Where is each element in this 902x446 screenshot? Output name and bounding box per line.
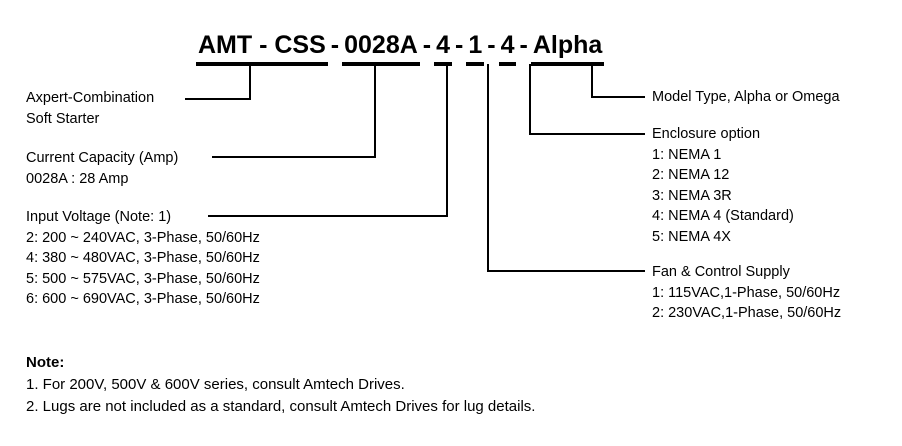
notes-section: Note: 1. For 200V, 500V & 600V series, c… [26,352,535,418]
callout-enclosure-option-header: Enclosure option [652,126,761,142]
part-segment-current-capacity: 0028A [342,30,420,66]
callout-enclosure-option-option-2: 3: NEMA 3R [652,187,732,204]
callout-current-capacity-option-0: 0028A : 28 Amp [26,170,129,187]
callout-model-type: Model Type, Alpha or Omega [652,87,840,108]
leader-vline-fan-control-supply [487,64,489,272]
part-segment-input-voltage: 4 [434,30,453,66]
part-separator-3: - [455,31,464,59]
callout-enclosure-option-option-0: 1: NEMA 1 [652,146,722,163]
leader-vline-product [249,64,251,100]
part-segment-enclosure-option: 4 [498,30,517,66]
leader-hline-enclosure-option [529,133,645,135]
note-item-1: 2. Lugs are not included as a standard, … [26,398,536,415]
callout-input-voltage-option-1: 4: 380 ~ 480VAC, 3-Phase, 50/60Hz [26,250,260,266]
part-segment-series: AMT - CSS [196,30,328,66]
leader-hline-product [185,98,251,100]
callout-input-voltage-option-0: 2: 200 ~ 240VAC, 3-Phase, 50/60Hz [26,229,260,246]
part-segment-model-type: Alpha [530,30,605,66]
callout-enclosure-option-option-4: 5: NEMA 4X [652,228,731,245]
part-separator-4: - [487,31,496,59]
note-item-0: 1. For 200V, 500V & 600V series, consult… [26,376,405,393]
leader-hline-current-capacity [212,156,376,158]
part-separator-1: - [330,31,340,59]
leader-hline-model-type [591,96,645,98]
callout-fan-control-supply-option-0: 1: 115VAC,1-Phase, 50/60Hz [652,284,841,301]
callout-product-line1: Axpert-Combination [26,90,155,106]
leader-vline-model-type [591,64,593,98]
callout-current-capacity-header: Current Capacity (Amp) [26,150,179,166]
leader-hline-input-voltage [208,215,448,217]
callout-input-voltage: Input Voltage (Note: 1) 2: 200 ~ 240VAC,… [26,207,260,310]
leader-vline-enclosure-option [529,64,531,135]
part-segment-fan-control-supply: 1 [466,30,485,66]
callout-current-capacity: Current Capacity (Amp) 0028A : 28 Amp [26,148,178,189]
callout-model-type-header: Model Type, Alpha or Omega [652,89,840,105]
callout-input-voltage-option-3: 6: 600 ~ 690VAC, 3-Phase, 50/60Hz [26,291,260,307]
part-number-string: AMT - CSS-0028A-4-1-4-Alpha [196,30,605,66]
leader-vline-input-voltage [446,64,448,217]
callout-enclosure-option: Enclosure option 1: NEMA 1 2: NEMA 12 3:… [652,124,794,247]
callout-input-voltage-header: Input Voltage (Note: 1) [26,209,172,225]
callout-fan-control-supply: Fan & Control Supply 1: 115VAC,1-Phase, … [652,262,841,324]
part-separator-5: - [519,31,528,59]
notes-title: Note: [26,354,65,371]
leader-vline-current-capacity [374,64,376,158]
callout-enclosure-option-option-1: 2: NEMA 12 [652,167,730,183]
part-separator-2: - [422,31,432,59]
callout-product-line2: Soft Starter [26,110,100,127]
callout-product: Axpert-Combination Soft Starter [26,88,154,129]
leader-hline-fan-control-supply [487,270,645,272]
callout-fan-control-supply-header: Fan & Control Supply [652,264,790,280]
callout-enclosure-option-option-3: 4: NEMA 4 (Standard) [652,208,794,224]
callout-fan-control-supply-option-1: 2: 230VAC,1-Phase, 50/60Hz [652,305,842,321]
callout-input-voltage-option-2: 5: 500 ~ 575VAC, 3-Phase, 50/60Hz [26,270,260,287]
